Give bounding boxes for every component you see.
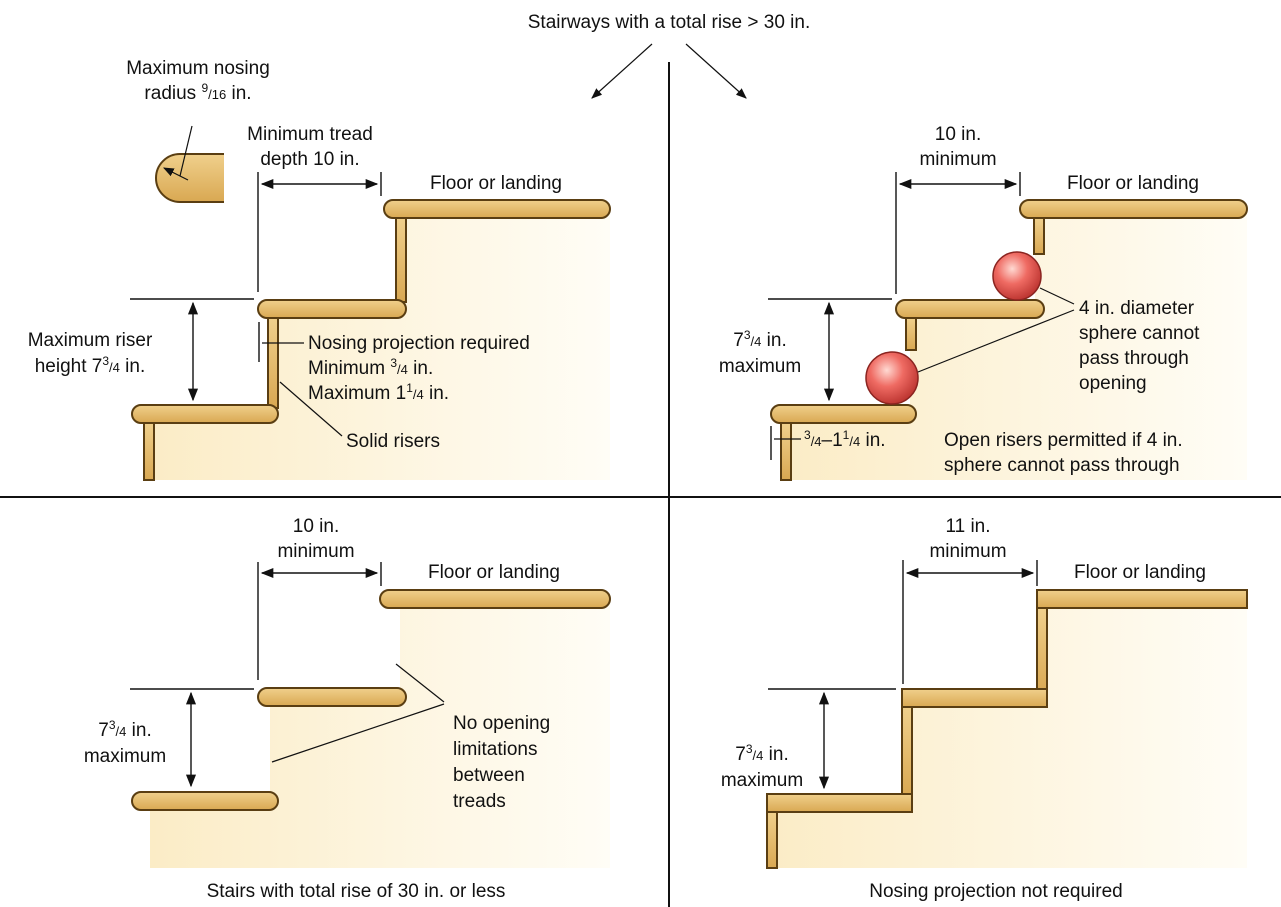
riser-label-1: 73/4 in. — [733, 328, 786, 351]
stair-shading — [785, 210, 1247, 480]
riser-label-1: 73/4 in. — [735, 742, 788, 765]
title-arrow-left — [591, 43, 653, 99]
nosing-radius-leader — [179, 125, 193, 177]
stair-shading — [150, 210, 610, 480]
riser-stub-lower — [905, 317, 917, 351]
riser-label-2: maximum — [719, 356, 801, 377]
sphere-leader-upper — [1039, 287, 1075, 305]
panel-open-risers: 10 in. minimum Floor or landing 73/4 in.… — [719, 124, 1248, 481]
tread-bottom — [770, 404, 917, 424]
landing-label: Floor or landing — [1067, 173, 1199, 194]
sphere-lower — [865, 351, 919, 405]
open-risers-label-2: sphere cannot pass through — [944, 455, 1180, 476]
nosing-minimum-label: Minimum 3/4 in. — [308, 356, 433, 379]
panel-solid-risers: Maximum nosing radius 9/16 in. Minimum t… — [28, 58, 611, 481]
nosing-required-label: Nosing projection required — [308, 333, 530, 354]
landing-board — [379, 589, 611, 609]
nosing-radius-value: radius 9/16 in. — [144, 81, 251, 104]
sphere-upper — [992, 251, 1042, 301]
stringer-post — [780, 422, 792, 481]
nosing-radius-label: Maximum nosing — [126, 58, 270, 79]
open-risers-label-1: Open risers permitted if 4 in. — [944, 430, 1183, 451]
riser-label-1: 73/4 in. — [98, 718, 151, 741]
tread-bottom — [766, 793, 913, 813]
note-label-4: treads — [453, 791, 506, 812]
stringer-post — [766, 811, 778, 869]
riser-height-label: Maximum riser — [28, 330, 153, 351]
solid-risers-leader — [279, 381, 343, 437]
tread-depth-label: Minimum tread — [247, 124, 373, 145]
landing-board — [1036, 589, 1248, 609]
title-arrow-right — [685, 43, 747, 99]
note-label-2: limitations — [453, 739, 537, 760]
stair-shading — [150, 604, 610, 868]
note-label-1: No opening — [453, 713, 550, 734]
landing-board — [383, 199, 611, 219]
sphere-leader-lower — [917, 309, 1075, 373]
riser-lower — [901, 706, 913, 796]
tread-middle — [895, 299, 1045, 319]
riser-label-2: maximum — [721, 770, 803, 791]
nosing-radius-arrow — [163, 167, 189, 181]
tread-label-1: 11 in. — [945, 516, 990, 537]
riser-upper — [1036, 607, 1048, 695]
landing-label: Floor or landing — [428, 562, 560, 583]
caption-no-nosing: Nosing projection not required — [869, 881, 1123, 902]
sphere-label-2: sphere cannot — [1079, 323, 1200, 344]
projection-label: 3/4–11/4 in. — [804, 428, 886, 451]
note-label-3: between — [453, 765, 525, 786]
stringer-post — [143, 422, 155, 481]
nosing-maximum-label: Maximum 11/4 in. — [308, 381, 449, 404]
tread-middle — [257, 299, 407, 319]
tread-middle — [257, 687, 407, 707]
note-leader-lower — [271, 703, 445, 763]
tread-label-1: 10 in. — [935, 124, 981, 145]
riser-label-2: maximum — [84, 746, 166, 767]
riser-upper — [395, 217, 407, 303]
riser-stub-upper — [1033, 217, 1045, 255]
landing-board — [1019, 199, 1248, 219]
tread-middle — [901, 688, 1048, 708]
stair-shading — [768, 606, 1247, 868]
sphere-label-4: opening — [1079, 373, 1147, 394]
landing-label: Floor or landing — [1074, 562, 1206, 583]
tread-label-1: 10 in. — [293, 516, 339, 537]
tread-label-2: minimum — [929, 541, 1006, 562]
nosing-detail — [155, 153, 224, 203]
tread-depth-value: depth 10 in. — [260, 149, 359, 170]
note-leader-upper — [395, 663, 445, 703]
tread-bottom — [131, 791, 279, 811]
panel-no-nosing: 11 in. minimum Floor or landing 73/4 in.… — [721, 516, 1248, 902]
solid-risers-label: Solid risers — [346, 431, 440, 452]
tread-label-2: minimum — [919, 149, 996, 170]
riser-lower — [267, 317, 279, 409]
sphere-label-1: 4 in. diameter — [1079, 298, 1195, 319]
tread-label-2: minimum — [277, 541, 354, 562]
landing-label: Floor or landing — [430, 173, 562, 194]
tread-bottom — [131, 404, 279, 424]
caption-low-rise: Stairs with total rise of 30 in. or less — [207, 881, 506, 902]
panel-low-rise: 10 in. minimum Floor or landing 73/4 in.… — [84, 516, 611, 902]
sphere-label-3: pass through — [1079, 348, 1189, 369]
riser-height-value: height 73/4 in. — [35, 354, 146, 377]
top-title: Stairways with a total rise > 30 in. — [528, 12, 811, 33]
